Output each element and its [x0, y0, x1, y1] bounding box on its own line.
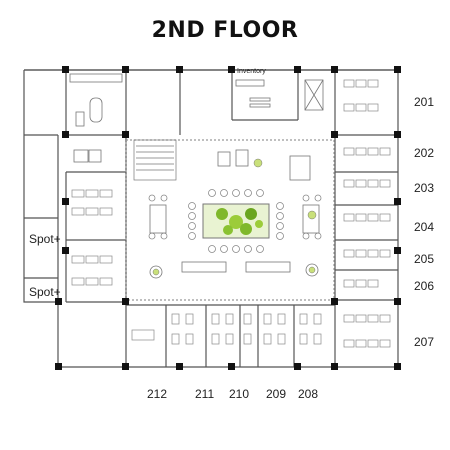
room-label-203: 203	[414, 181, 435, 195]
floor-title: 2ND FLOOR	[151, 18, 299, 43]
room-label-205: 205	[414, 252, 435, 266]
atrium-tables	[149, 149, 320, 279]
columns	[55, 66, 401, 370]
central-table	[202, 203, 270, 239]
kitchen	[69, 73, 123, 163]
chairs	[148, 189, 322, 253]
room-label-208: 208	[298, 387, 319, 401]
room-label-209: 209	[266, 387, 287, 401]
room-label-204: 204	[414, 220, 435, 234]
stairs	[133, 139, 177, 181]
spot-label: Spot+	[29, 285, 61, 299]
room-label-212: 212	[147, 387, 168, 401]
inventory-shelves	[235, 79, 324, 111]
desks	[71, 79, 391, 348]
room-label-201: 201	[414, 95, 435, 109]
inventory-label: Inventory	[237, 68, 266, 75]
walls	[23, 69, 399, 368]
room-label-210: 210	[229, 387, 250, 401]
room-label-202: 202	[414, 146, 435, 160]
accent-chairs	[152, 158, 317, 276]
room-label-207: 207	[414, 335, 435, 349]
room-label-206: 206	[414, 279, 435, 293]
spot-label: Spot+	[29, 232, 61, 246]
room-label-211: 211	[195, 387, 215, 401]
